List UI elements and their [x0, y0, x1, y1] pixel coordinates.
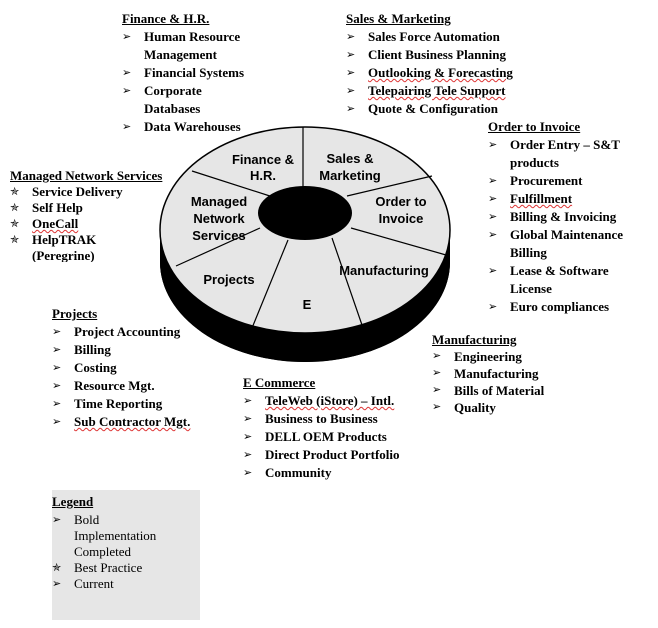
list-item: ➢Quote & Configuration [346, 101, 498, 116]
list-item: ✯Service Delivery [10, 184, 123, 199]
manufacturing-title: Manufacturing [432, 332, 517, 347]
segment-ecommerce: E [303, 297, 312, 312]
ecommerce-block: E Commerce ➢TeleWeb (iStore) – Intl. ➢Bu… [243, 374, 443, 482]
list-item: ➢Telepairing Tele Support [346, 83, 506, 98]
list-item: ➢Procurement [488, 173, 583, 188]
list-item: ➢TeleWeb (iStore) – Intl. [243, 393, 395, 408]
list-item: ➢Financial Systems [122, 65, 245, 80]
legend: Legend ➢Bold Implementation Completed ✯B… [52, 490, 200, 620]
legend-title: Legend [52, 494, 94, 509]
list-item: ➢Resource Mgt. [52, 378, 155, 393]
projects-title: Projects [52, 306, 98, 321]
managed-block: Managed Network Services ✯Service Delive… [10, 168, 180, 262]
finance-block: Finance & H.R. ➢Human Resource Managemen… [122, 10, 272, 136]
wheel-hub [258, 186, 352, 240]
list-item: ➢Project Accounting [52, 324, 181, 339]
list-item: ➢Data Warehouses [122, 119, 241, 134]
wheel-spokes [175, 127, 447, 329]
segment-sales-2: Marketing [319, 168, 380, 183]
segment-sales-1: Sales & [327, 151, 374, 166]
list-item: ➢Sales Force Automation [346, 29, 500, 44]
segment-managed-2: Network [193, 211, 245, 226]
sales-block: Sales & Marketing ➢Sales Force Automatio… [346, 10, 546, 118]
list-item: ➢Manufacturing [432, 366, 539, 381]
ecommerce-title: E Commerce [243, 375, 316, 390]
list-item: ➢Bills of Material [432, 383, 545, 398]
list-item: ✯OneCall [10, 216, 79, 231]
list-item: ➢Client Business Planning [346, 47, 506, 62]
legend-item-best-practice: ✯Best Practice [52, 560, 143, 575]
finance-title: Finance & H.R. [122, 11, 210, 26]
segment-manufacturing: Manufacturing [339, 263, 429, 278]
list-item: ➢Community [243, 465, 332, 480]
segment-finance-2: H.R. [250, 168, 276, 183]
managed-title: Managed Network Services [10, 168, 163, 183]
list-item: ➢Global Maintenance Billing [488, 227, 624, 260]
segment-managed-1: Managed [191, 194, 247, 209]
list-item: ➢Human Resource Management [122, 29, 241, 62]
segment-managed-3: Services [192, 228, 246, 243]
segment-order-2: Invoice [379, 211, 424, 226]
list-item: ➢Costing [52, 360, 117, 375]
list-item: ➢Corporate Databases [122, 83, 202, 116]
list-item: ➢Engineering [432, 349, 522, 364]
segment-projects: Projects [203, 272, 254, 287]
order-block: Order to Invoice ➢Order Entry – S&T prod… [488, 118, 648, 316]
list-item: ➢Outlooking & Forecasting [346, 65, 513, 80]
list-item: ➢DELL OEM Products [243, 429, 387, 444]
order-title: Order to Invoice [488, 119, 581, 134]
list-item: ➢Business to Business [243, 411, 378, 426]
legend-item-current: ➢Current [52, 576, 114, 591]
list-item: ➢Quality [432, 400, 496, 415]
projects-block: Projects ➢Project Accounting ➢Billing ➢C… [52, 305, 232, 431]
segment-order-1: Order to [375, 194, 426, 209]
legend-item-bold: ➢Bold Implementation Completed [52, 512, 157, 559]
list-item: ✯Self Help [10, 200, 83, 215]
list-item: ➢Sub Contractor Mgt. [52, 414, 191, 429]
list-item: ➢Order Entry – S&T products [488, 137, 620, 170]
list-item: ➢Direct Product Portfolio [243, 447, 400, 462]
sales-title: Sales & Marketing [346, 11, 451, 26]
list-item: ➢Time Reporting [52, 396, 163, 411]
segment-finance-1: Finance & [232, 152, 294, 167]
list-item: ➢Billing & Invoicing [488, 209, 617, 224]
list-item: ➢Fulfillment [488, 191, 573, 206]
manufacturing-block: Manufacturing ➢Engineering ➢Manufacturin… [432, 331, 592, 416]
list-item: ➢Billing [52, 342, 111, 357]
list-item: ✯HelpTRAK (Peregrine) [10, 232, 97, 262]
list-item: ➢Euro compliances [488, 299, 610, 314]
list-item: ➢Lease & Software License [488, 263, 609, 296]
